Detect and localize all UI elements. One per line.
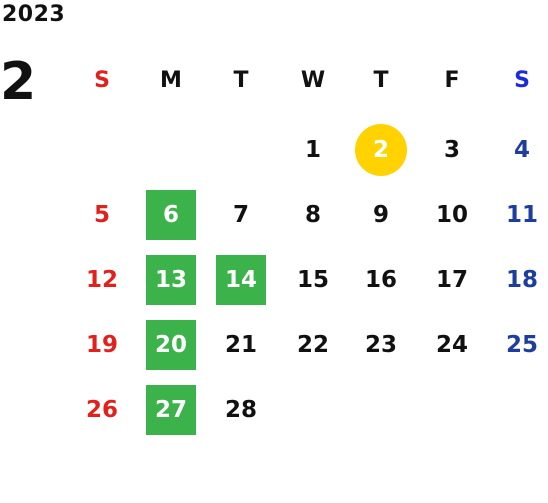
day-cell[interactable]: 9: [372, 202, 389, 228]
year-label: 2023: [2, 2, 66, 27]
day-cell[interactable]: 7: [232, 202, 249, 228]
weekday-header: T: [233, 67, 249, 93]
day-cell[interactable]: 21: [224, 332, 257, 358]
day-cell[interactable]: 13: [146, 255, 196, 305]
day-cell[interactable]: 26: [85, 397, 118, 423]
day-cell[interactable]: 24: [435, 332, 468, 358]
day-cell[interactable]: 19: [85, 332, 118, 358]
day-cell[interactable]: 12: [85, 267, 118, 293]
day-cell[interactable]: 11: [505, 202, 538, 228]
day-cell[interactable]: 25: [505, 332, 538, 358]
day-cell[interactable]: 27: [146, 385, 196, 435]
day-cell[interactable]: 22: [296, 332, 329, 358]
day-cell[interactable]: 8: [304, 202, 321, 228]
day-cell[interactable]: 17: [435, 267, 468, 293]
weekday-header: M: [160, 67, 182, 93]
weekday-header: W: [300, 67, 326, 93]
day-cell[interactable]: 6: [146, 190, 196, 240]
day-cell[interactable]: 4: [513, 137, 530, 163]
day-cell[interactable]: 28: [224, 397, 257, 423]
weekday-header: S: [94, 67, 110, 93]
day-cell[interactable]: 5: [93, 202, 110, 228]
weekday-header: F: [444, 67, 460, 93]
day-cell[interactable]: 18: [505, 267, 538, 293]
day-cell[interactable]: 14: [216, 255, 266, 305]
day-cell[interactable]: 16: [364, 267, 397, 293]
day-cell[interactable]: 20: [146, 320, 196, 370]
day-cell[interactable]: 10: [435, 202, 468, 228]
weekday-header: S: [514, 67, 530, 93]
day-cell[interactable]: 1: [304, 137, 321, 163]
month-label: 2: [0, 52, 37, 112]
day-cell[interactable]: 3: [443, 137, 460, 163]
weekday-header: T: [373, 67, 389, 93]
day-cell[interactable]: 15: [296, 267, 329, 293]
day-cell[interactable]: 23: [364, 332, 397, 358]
day-cell-today[interactable]: 2: [355, 124, 407, 176]
